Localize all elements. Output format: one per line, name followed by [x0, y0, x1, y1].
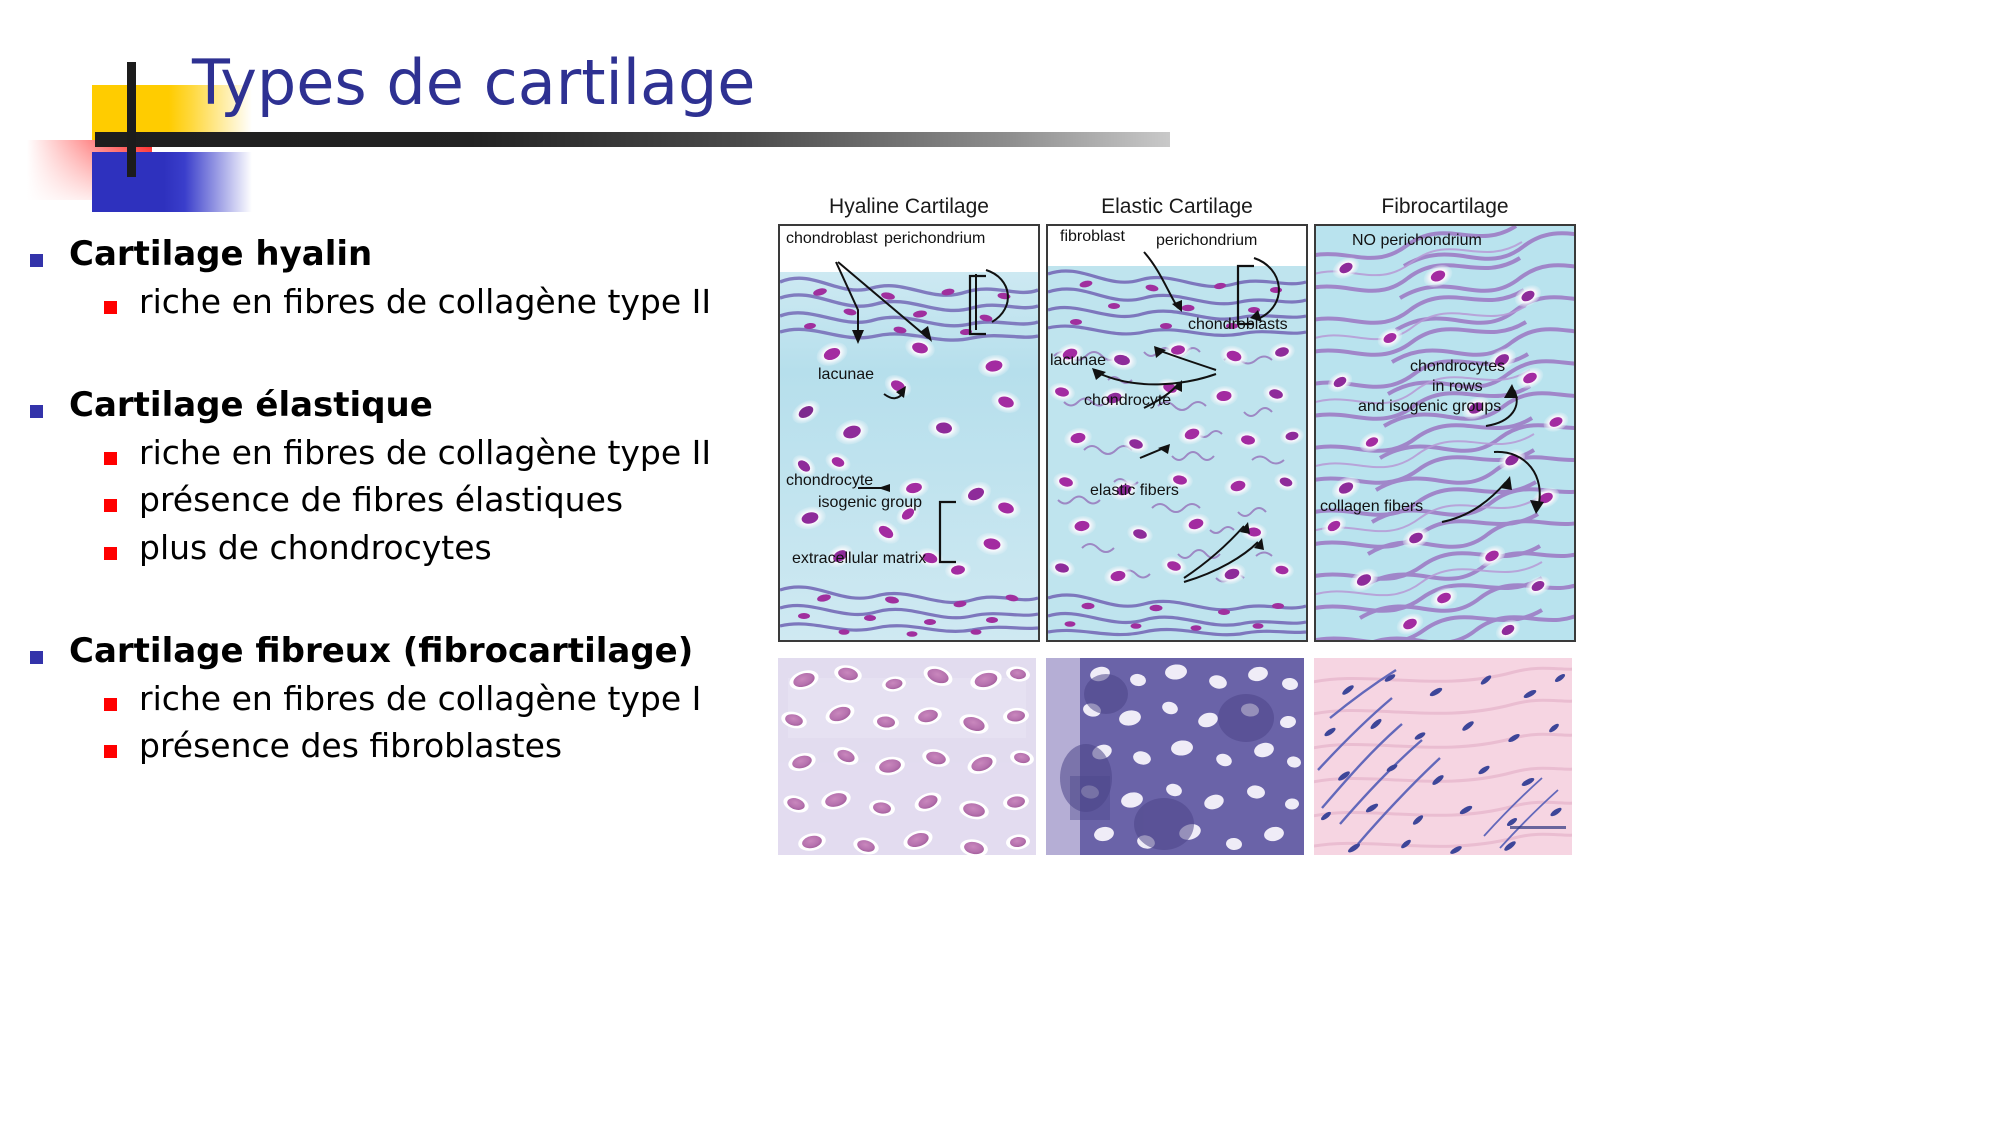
panel-title-fibrocartilage: Fibrocartilage — [1381, 195, 1509, 218]
label-chondrocyte: chondrocyte — [786, 472, 874, 489]
label-and-isogenic-groups: and isogenic groups — [1358, 398, 1502, 415]
bullet-list: Cartilage hyalin riche en fibres de coll… — [30, 205, 770, 766]
panel-title-hyaline: Hyaline Cartilage — [829, 195, 989, 218]
square-bullet-icon — [104, 499, 117, 513]
panel-title-elastic: Elastic Cartilage — [1101, 195, 1253, 218]
bullet-item: présence de fibres élastiques — [104, 480, 770, 520]
decoration-vertical-bar — [127, 62, 136, 177]
micrograph-fibrocartilage — [1314, 658, 1576, 858]
label-perichondrium: perichondrium — [884, 230, 986, 247]
bullet-item-label: riche en fibres de collagène type II — [139, 432, 712, 472]
bullet-item-label: riche en fibres de collagène type II — [139, 282, 712, 322]
bullet-heading-label: Cartilage élastique — [69, 384, 433, 425]
bullet-item-label: plus de chondrocytes — [139, 527, 492, 567]
label-collagen-fibers: collagen fibers — [1320, 498, 1424, 515]
diagram-panel-hyaline: Hyaline Cartilage — [778, 190, 1040, 642]
label-perichondrium: perichondrium — [1156, 232, 1258, 249]
panel-illustration-elastic: fibroblast perichondrium chondroblasts l… — [1046, 224, 1308, 642]
bullet-heading-hyalin: Cartilage hyalin — [30, 234, 770, 274]
label-extracellular-matrix: extracellular matrix — [792, 550, 927, 567]
label-chondroblasts: chondroblasts — [1188, 316, 1288, 333]
label-isogenic-group: isogenic group — [818, 494, 923, 511]
label-no-perichondrium: NO perichondrium — [1352, 232, 1482, 249]
square-bullet-icon — [104, 451, 117, 465]
label-fibroblast: fibroblast — [1060, 228, 1125, 245]
diagram-panel-fibrocartilage: Fibrocartilage — [1314, 190, 1576, 642]
square-bullet-icon — [104, 301, 117, 315]
group-spacer — [30, 322, 770, 356]
diagram-panel-elastic: Elastic Cartilage — [1046, 190, 1308, 642]
bullet-heading-fibreux: Cartilage fibreux (fibrocartilage) — [30, 630, 770, 671]
page-title: Types de cartilage — [192, 46, 756, 119]
figure-area: Hyaline Cartilage — [778, 190, 2000, 1125]
bullet-heading-elastique: Cartilage élastique — [30, 384, 770, 425]
bullet-group-elastique: Cartilage élastique riche en fibres de c… — [30, 384, 770, 568]
group-spacer — [30, 568, 770, 602]
micrograph-hyaline — [778, 658, 1040, 858]
square-bullet-icon — [104, 697, 117, 711]
bullet-item: plus de chondrocytes — [104, 528, 770, 568]
decoration-horizontal-bar — [95, 132, 1170, 147]
bullet-item: riche en fibres de collagène type II — [104, 433, 770, 473]
decoration-red-block — [27, 140, 152, 200]
label-chondroblast: chondroblast — [786, 230, 878, 247]
micrograph-row — [778, 658, 2000, 858]
hyaline-micrograph-image — [778, 658, 1036, 857]
bullet-item-label: présence des fibroblastes — [139, 726, 563, 766]
bullet-item: riche en fibres de collagène type II — [104, 282, 770, 322]
square-bullet-icon — [30, 404, 43, 418]
hyaline-cartilage-illustration — [780, 226, 1038, 640]
square-bullet-icon — [30, 650, 43, 664]
decoration-blue-block — [92, 152, 252, 212]
fibrocartilage-illustration — [1316, 226, 1574, 640]
cartilage-diagram-row: Hyaline Cartilage — [778, 190, 2000, 642]
bullet-item-label: riche en fibres de collagène type I — [139, 678, 702, 718]
bullet-group-hyalin: Cartilage hyalin riche en fibres de coll… — [30, 234, 770, 322]
elastic-cartilage-illustration — [1048, 226, 1306, 640]
elastic-micrograph-image — [1046, 658, 1304, 855]
bullet-heading-label: Cartilage fibreux (fibrocartilage) — [69, 630, 694, 671]
label-elastic-fibers: elastic fibers — [1090, 482, 1179, 499]
panel-illustration-fibrocartilage: NO perichondrium chondrocytes in rows an… — [1314, 224, 1576, 642]
bullet-item: présence des fibroblastes — [104, 726, 770, 766]
bullet-item: riche en fibres de collagène type I — [104, 679, 770, 719]
square-bullet-icon — [104, 546, 117, 560]
label-in-rows: in rows — [1432, 378, 1483, 395]
bullet-group-fibreux: Cartilage fibreux (fibrocartilage) riche… — [30, 630, 770, 766]
micrograph-elastic — [1046, 658, 1308, 858]
bullet-heading-label: Cartilage hyalin — [69, 234, 373, 274]
label-chondrocyte: chondrocyte — [1084, 392, 1172, 409]
fibrocartilage-micrograph-image — [1314, 658, 1576, 855]
label-lacunae: lacunae — [1050, 352, 1107, 369]
bullet-item-label: présence de fibres élastiques — [139, 480, 624, 520]
label-lacunae: lacunae — [818, 366, 875, 383]
label-chondrocytes: chondrocytes — [1410, 358, 1506, 375]
square-bullet-icon — [104, 745, 117, 759]
panel-illustration-hyaline: chondroblast perichondrium lacunae chond… — [778, 224, 1040, 642]
square-bullet-icon — [30, 254, 43, 267]
